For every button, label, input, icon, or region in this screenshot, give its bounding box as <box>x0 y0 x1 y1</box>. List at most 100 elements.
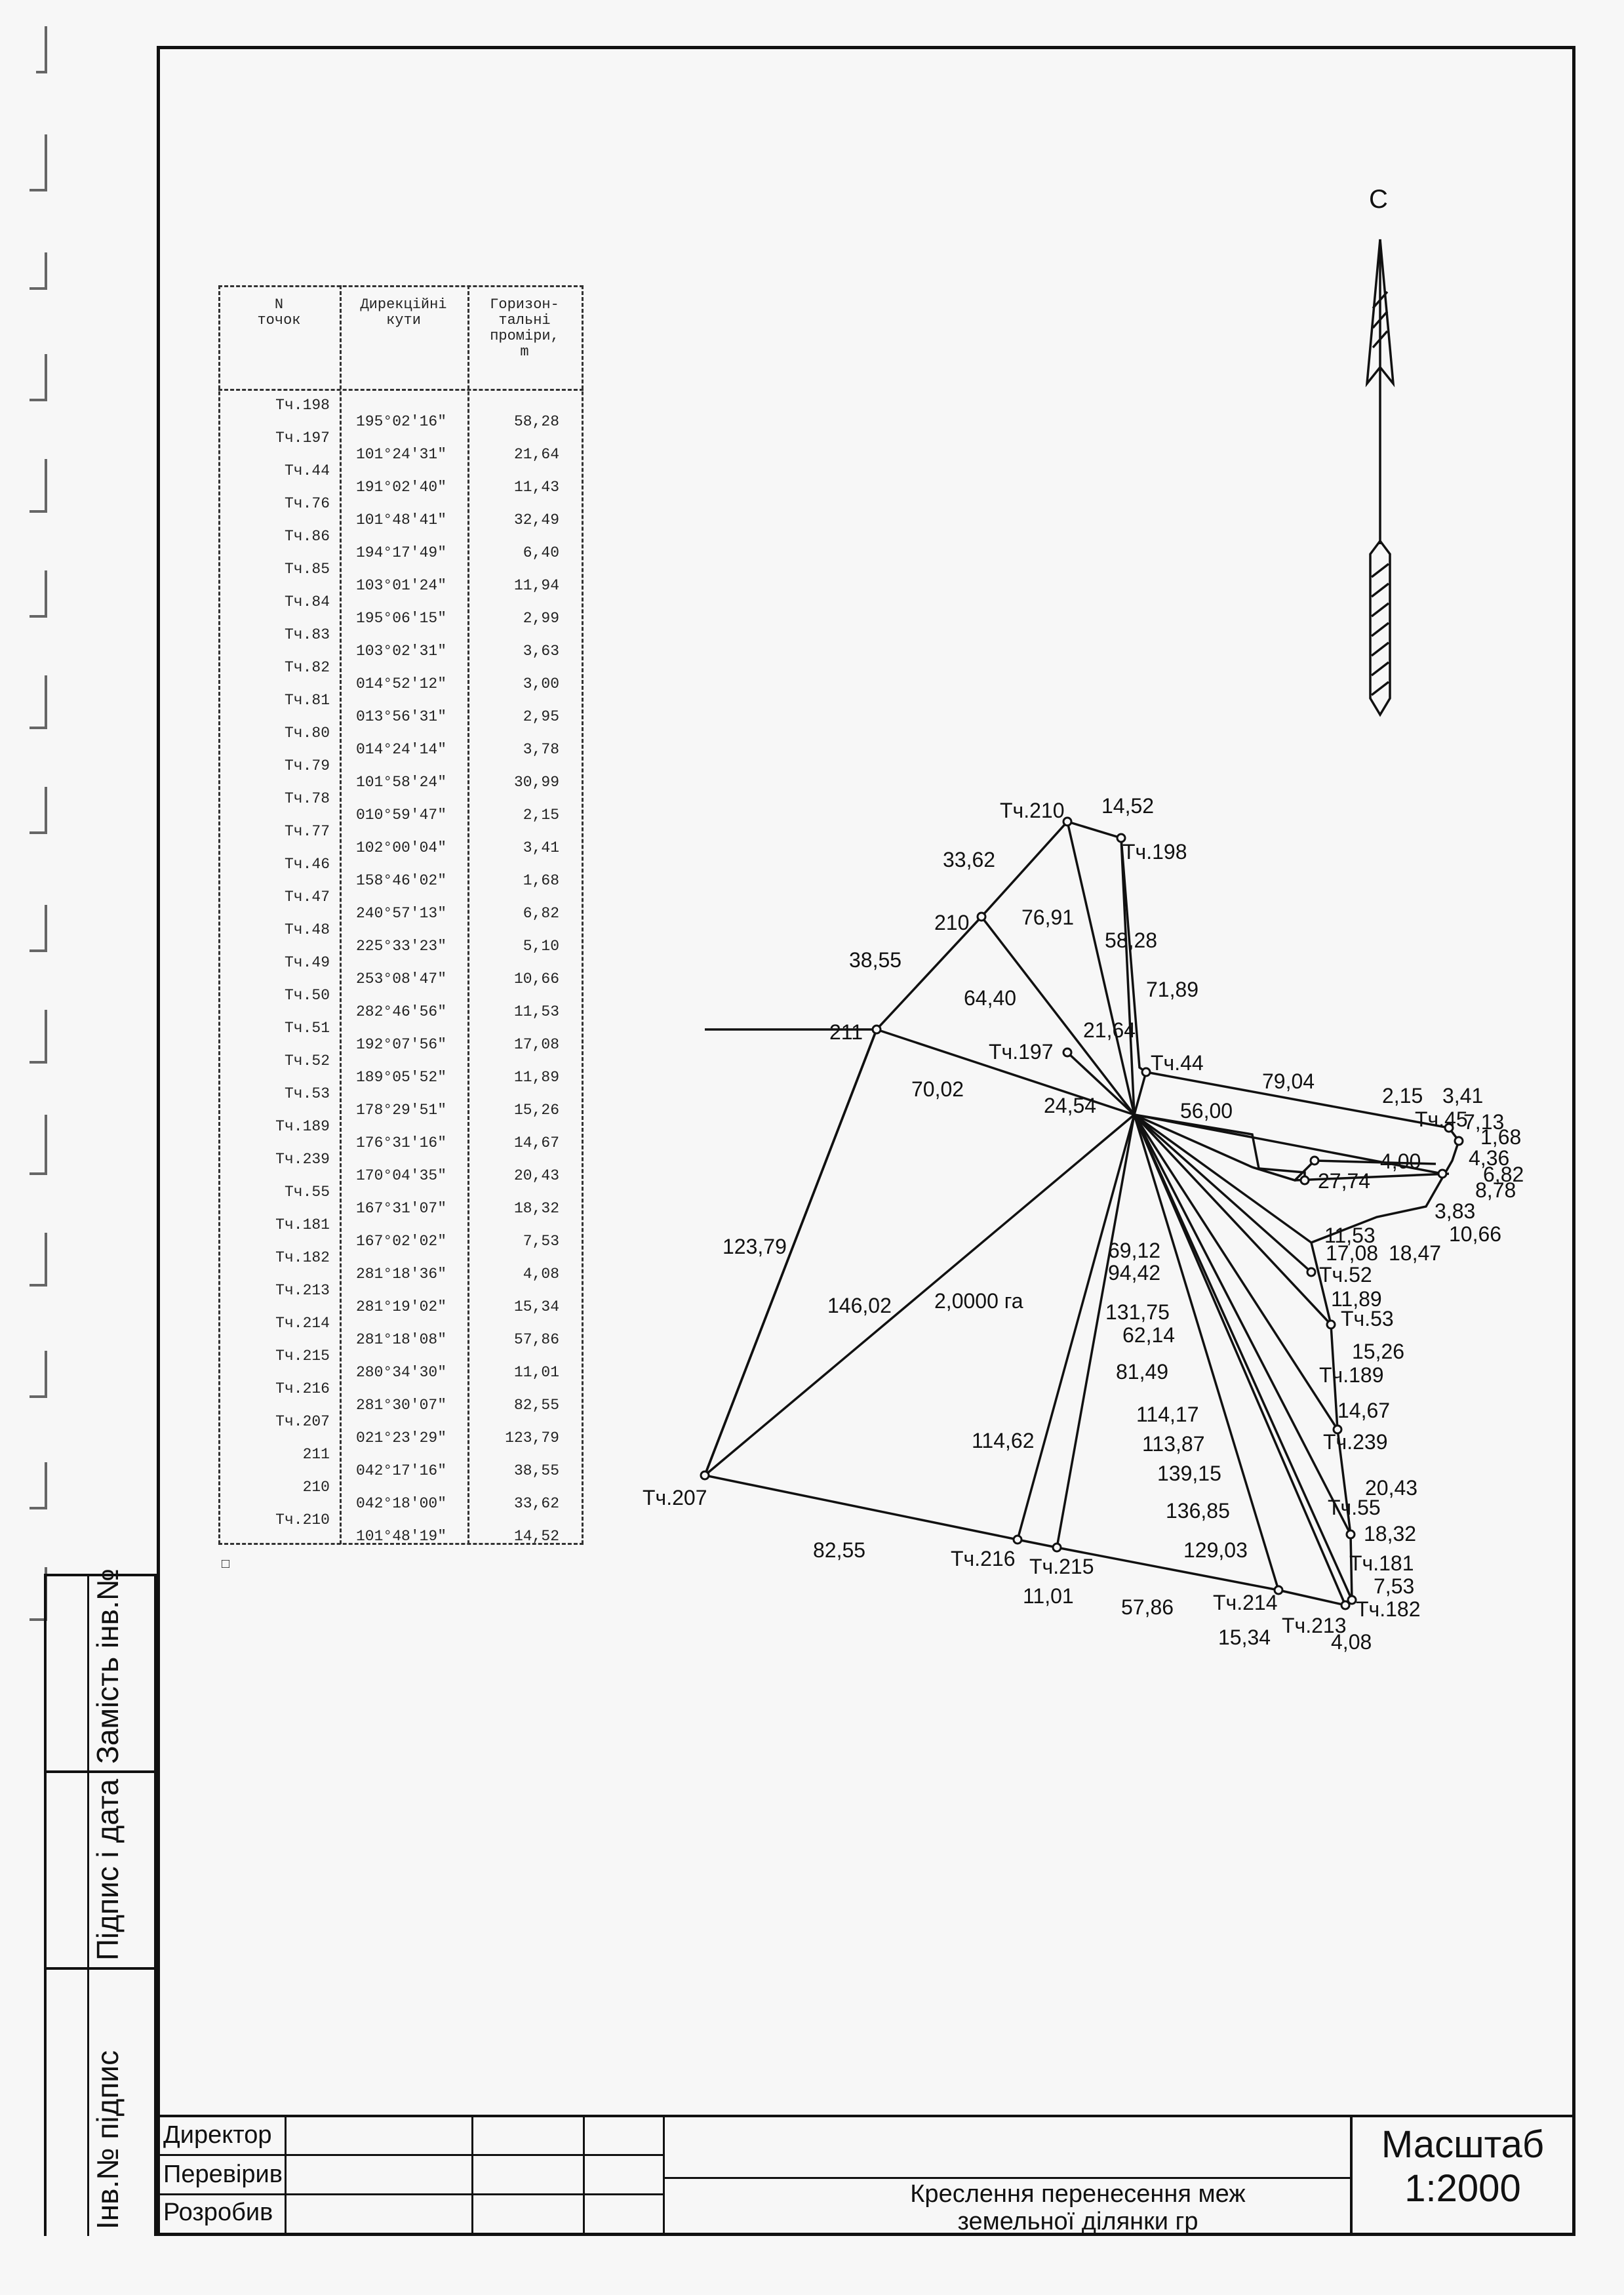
distance-label: 11,01 <box>1023 1584 1074 1608</box>
point-label-p213: Тч.213 <box>1282 1614 1347 1637</box>
horizontal-distance: 38,55 <box>513 1462 559 1479</box>
point-label-p197: Тч.197 <box>989 1040 1054 1064</box>
direction-angle: 281°19'02" <box>356 1298 447 1315</box>
distance-label: 64,40 <box>964 986 1016 1010</box>
direction-angle: 167°02'02" <box>356 1233 447 1250</box>
distance-label: 113,87 <box>1142 1432 1205 1456</box>
distance-label: 136,85 <box>1166 1499 1230 1523</box>
point-name: Тч.53 <box>284 1085 330 1102</box>
replaced-inv-label: Замість інв.№ <box>90 1568 125 1764</box>
direction-angle: 101°48'41" <box>356 511 447 529</box>
parcel-boundary <box>703 820 1460 1606</box>
direction-angle: 103°02'31" <box>356 643 447 660</box>
point-label-p210: Тч.210 <box>1000 799 1065 822</box>
direction-angle: 010°59'47" <box>356 807 447 824</box>
horizontal-distance: 11,01 <box>513 1364 559 1381</box>
direction-angle: 191°02'40" <box>356 479 447 496</box>
distance-label: 139,15 <box>1157 1462 1221 1485</box>
horizontal-distance: 2,99 <box>523 610 559 627</box>
point-label-p52: Тч.52 <box>1319 1263 1372 1287</box>
left-stamp-strip: Замість інв.№ Підпис і дата Інв.№ підпис <box>44 1568 157 2236</box>
point-label-p189: Тч.189 <box>1319 1363 1384 1387</box>
direction-angle: 194°17'49" <box>356 544 447 561</box>
distance-label: 8,78 <box>1475 1178 1516 1202</box>
distance-label: 56,00 <box>1180 1099 1233 1123</box>
point-label-p55: Тч.55 <box>1328 1496 1381 1519</box>
point-name: Тч.79 <box>284 757 330 774</box>
horizontal-distance: 14,67 <box>513 1134 559 1151</box>
distance-label: 38,55 <box>849 948 901 972</box>
point-name: Тч.49 <box>284 954 330 971</box>
direction-angle: 240°57'13" <box>356 905 447 922</box>
distance-label: 27,74 <box>1318 1169 1370 1193</box>
distance-label: 20,43 <box>1365 1476 1417 1500</box>
distance-label: 7,13 <box>1463 1110 1504 1134</box>
direction-angle: 158°46'02" <box>356 872 447 889</box>
title-block: Директор Перевірив Розробив Креслення пе… <box>157 2115 1575 2236</box>
distance-label: 58,28 <box>1105 928 1157 952</box>
horizontal-distance: 11,94 <box>513 577 559 594</box>
direction-angle: 282°46'56" <box>356 1003 447 1020</box>
direction-angle: 225°33'23" <box>356 938 447 955</box>
distance-label: 4,00 <box>1380 1149 1421 1173</box>
horizontal-distance: 5,10 <box>523 938 559 955</box>
point-name: Тч.197 <box>275 429 330 447</box>
point-label-p53: Тч.53 <box>1341 1307 1394 1330</box>
point-name: Тч.239 <box>275 1151 330 1168</box>
distance-label: 114,62 <box>972 1429 1035 1452</box>
horizontal-distance: 4,08 <box>523 1266 559 1283</box>
point-name: Тч.215 <box>275 1347 330 1365</box>
horizontal-distance: 3,78 <box>523 741 559 758</box>
direction-angle: 195°02'16" <box>356 413 447 430</box>
horizontal-distance: 17,08 <box>513 1036 559 1053</box>
horizontal-distance: 123,79 <box>505 1429 559 1447</box>
distance-label: 3,83 <box>1435 1199 1475 1223</box>
table-line <box>218 285 220 1544</box>
distance-label: 4,08 <box>1331 1630 1372 1654</box>
point-label-p211: 211 <box>829 1020 863 1044</box>
point-name: Тч.181 <box>275 1216 330 1233</box>
point-name: Тч.214 <box>275 1315 330 1332</box>
point-label-p216: Тч.216 <box>951 1547 1016 1570</box>
direction-angle: 167°31'07" <box>356 1200 447 1217</box>
horizontal-distance: 11,43 <box>513 479 559 496</box>
point-label-p44: Тч.44 <box>1151 1051 1204 1075</box>
distance-label: 71,89 <box>1146 978 1198 1001</box>
distance-label: 7,53 <box>1374 1574 1414 1598</box>
horizontal-distance: 58,28 <box>513 413 559 430</box>
distance-label: 76,91 <box>1021 906 1074 929</box>
distance-label: 69,12 <box>1108 1239 1160 1262</box>
direction-angle: 189°05'52" <box>356 1069 447 1086</box>
direction-angle: 101°58'24" <box>356 774 447 791</box>
distance-label: 146,02 <box>827 1294 892 1317</box>
point-name: Тч.44 <box>284 462 330 479</box>
point-name: Тч.83 <box>284 626 330 643</box>
point-label-p239: Тч.239 <box>1323 1430 1388 1454</box>
direction-angle: 281°30'07" <box>356 1397 447 1414</box>
point-name: Тч.216 <box>275 1380 330 1397</box>
horizontal-distance: 15,34 <box>513 1298 559 1315</box>
horizontal-distance: 11,53 <box>513 1003 559 1020</box>
distance-label: 1,68 <box>1480 1125 1521 1149</box>
point-name: Тч.78 <box>284 790 330 807</box>
distance-label: 14,67 <box>1337 1399 1390 1422</box>
direction-angle: 014°24'14" <box>356 741 447 758</box>
area-label: 2,0000 га <box>934 1289 1023 1313</box>
point-name: Тч.210 <box>275 1511 330 1528</box>
direction-angle: 281°18'08" <box>356 1331 447 1348</box>
point-name: Тч.213 <box>275 1282 330 1299</box>
direction-angle: 253°08'47" <box>356 970 447 988</box>
distance-label: 94,42 <box>1108 1261 1160 1285</box>
direction-angle: 042°18'00" <box>356 1495 447 1512</box>
direction-angle: 192°07'56" <box>356 1036 447 1053</box>
distance-label: 33,62 <box>943 848 995 871</box>
point-label-p182: Тч.182 <box>1356 1597 1421 1621</box>
horizontal-distance: 3,00 <box>523 675 559 692</box>
direction-angle: 101°24'31" <box>356 446 447 463</box>
distance-label: 10,66 <box>1449 1222 1501 1246</box>
direction-angle: 014°52'12" <box>356 675 447 692</box>
point-label-p207: Тч.207 <box>643 1486 707 1509</box>
distance-label: 6,82 <box>1483 1163 1524 1186</box>
